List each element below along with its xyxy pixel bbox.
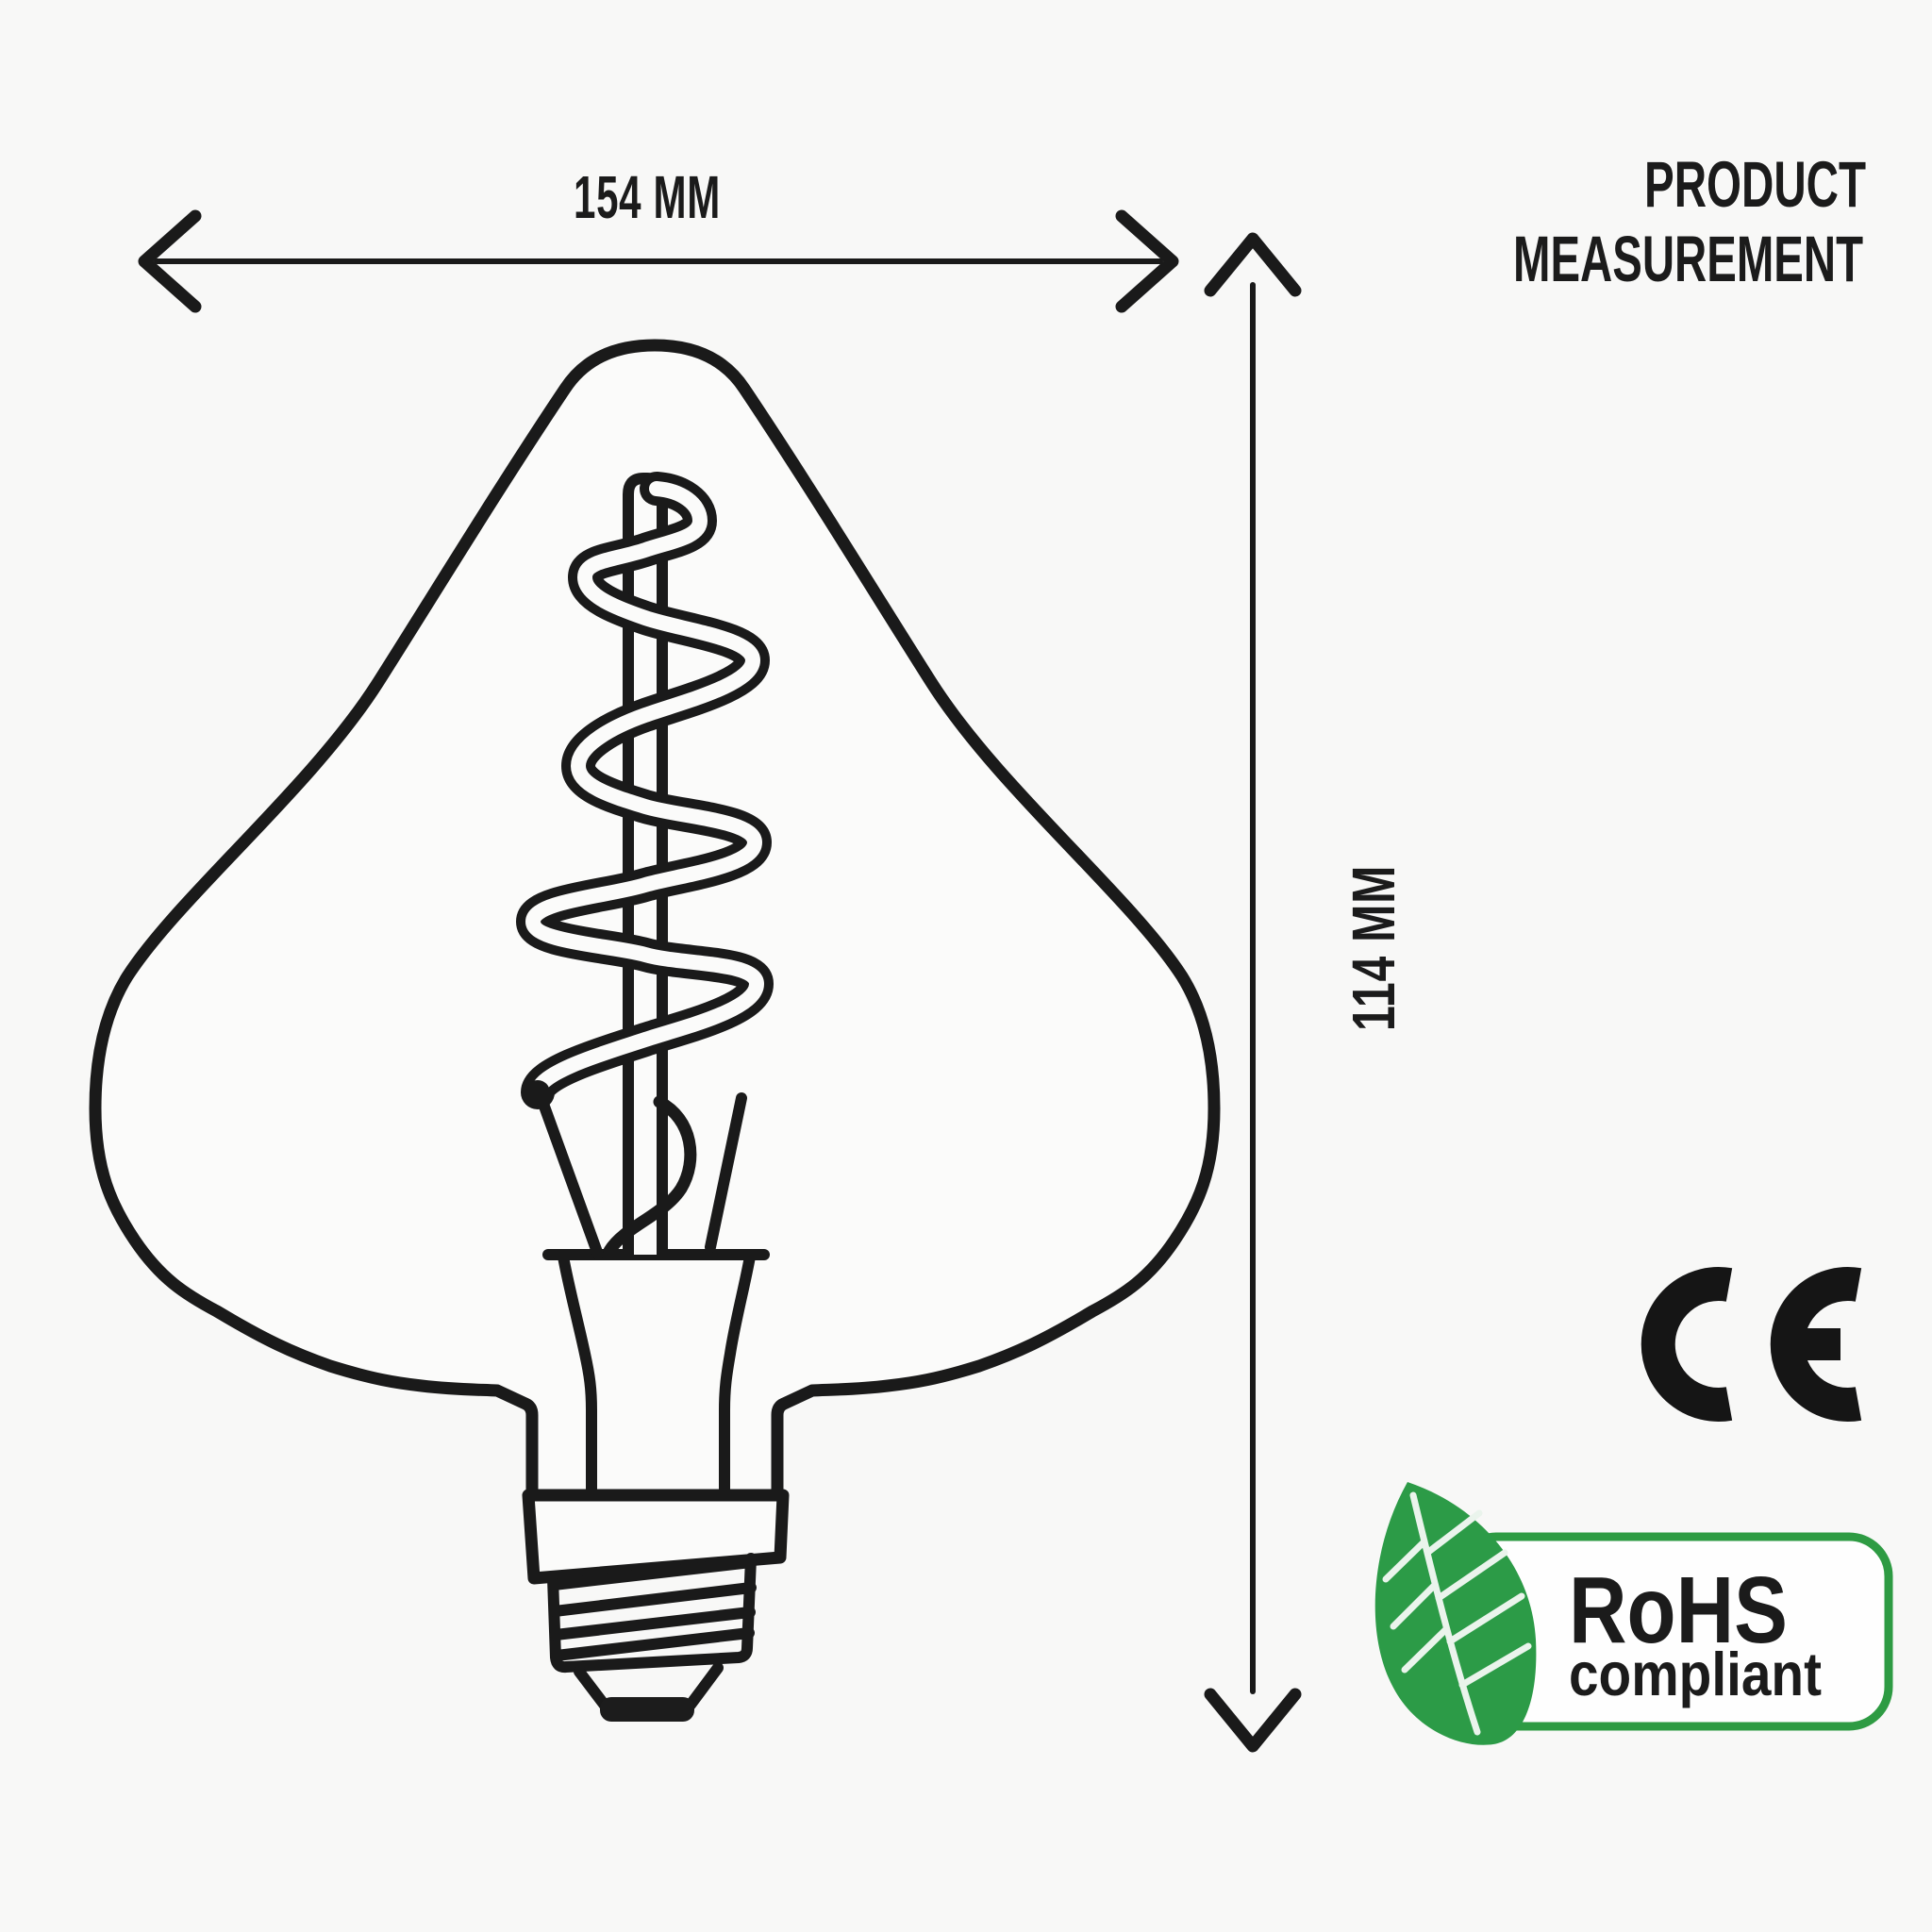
height-dimension-label: 114 MM: [1340, 865, 1407, 1031]
ce-mark-icon: [1641, 1267, 1862, 1422]
ce-letter-c: [1641, 1267, 1733, 1422]
width-dimension-arrow: 154 MM: [138, 163, 1179, 313]
base-threads: [547, 1553, 757, 1674]
height-dimension-arrow: 114 MM: [1204, 232, 1407, 1753]
filament-lead-curl: [603, 1095, 697, 1257]
base-foot: [574, 1662, 724, 1722]
base-contact-pad: [600, 1697, 694, 1722]
filament-supports: [538, 1092, 747, 1260]
support-wire-left: [538, 1098, 604, 1260]
bulb-drawing: [89, 339, 1221, 1722]
arrow-up-icon: [1204, 232, 1302, 297]
arrow-right-icon: [1115, 209, 1179, 313]
rohs-badge: RoHS compliant: [1374, 1482, 1893, 1745]
rohs-subtitle: compliant: [1569, 1640, 1822, 1708]
arrow-down-icon: [1204, 1688, 1302, 1753]
rohs-title: RoHS: [1569, 1557, 1788, 1663]
screw-base: [522, 1489, 790, 1722]
ce-letter-e-arc: [1770, 1267, 1862, 1422]
page-title: PRODUCT MEASUREMENT: [1513, 148, 1866, 295]
page-title-line1: PRODUCT: [1644, 148, 1866, 221]
base-collar: [522, 1489, 790, 1585]
filament-spiral: [516, 472, 774, 1109]
arrow-left-icon: [138, 209, 202, 313]
support-wire-right: [705, 1092, 747, 1253]
leaf-veins: [1382, 1491, 1532, 1736]
page-title-line2: MEASUREMENT: [1513, 223, 1863, 295]
width-dimension-label: 154 MM: [574, 163, 721, 231]
